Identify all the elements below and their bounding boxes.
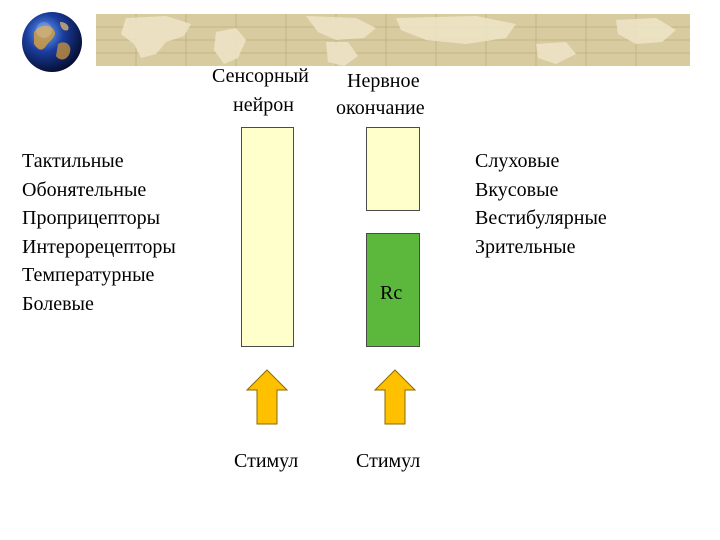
list-item: Вкусовые <box>475 178 559 201</box>
sensory-neuron-label-line2: нейрон <box>233 94 294 116</box>
stimulus-label-left: Стимул <box>234 450 299 472</box>
stimulus-arrow-right <box>373 369 417 425</box>
map-texture <box>96 14 690 66</box>
list-item: Зрительные <box>475 235 576 258</box>
stimulus-label-right: Стимул <box>356 450 421 472</box>
nerve-ending-label-line2: окончание <box>336 97 425 119</box>
list-item: Тактильные <box>22 150 124 172</box>
nerve-ending-bar <box>366 127 420 211</box>
receptor-label: Rc <box>380 282 403 304</box>
list-item: Слуховые <box>475 150 560 172</box>
sensory-neuron-label-line1: Сенсорный <box>212 65 309 87</box>
receptor-cell <box>366 233 420 347</box>
list-item: Температурные <box>22 264 155 287</box>
list-item: Обонятельные <box>22 178 147 201</box>
list-item: Интерорецепторы <box>22 235 176 258</box>
left-receptor-list: Тактильные Обонятельные Проприцепторы Ин… <box>22 147 176 319</box>
list-item: Проприцепторы <box>22 207 161 230</box>
stimulus-arrow-left <box>245 369 289 425</box>
right-receptor-list: Слуховые Вкусовые Вестибулярные Зрительн… <box>475 147 607 261</box>
sensory-neuron-bar <box>241 127 294 347</box>
nerve-ending-label-line1: Нервное <box>347 70 420 92</box>
list-item: Вестибулярные <box>475 207 607 230</box>
globe-icon <box>22 12 82 72</box>
world-map-banner <box>96 14 690 66</box>
list-item: Болевые <box>22 292 94 315</box>
